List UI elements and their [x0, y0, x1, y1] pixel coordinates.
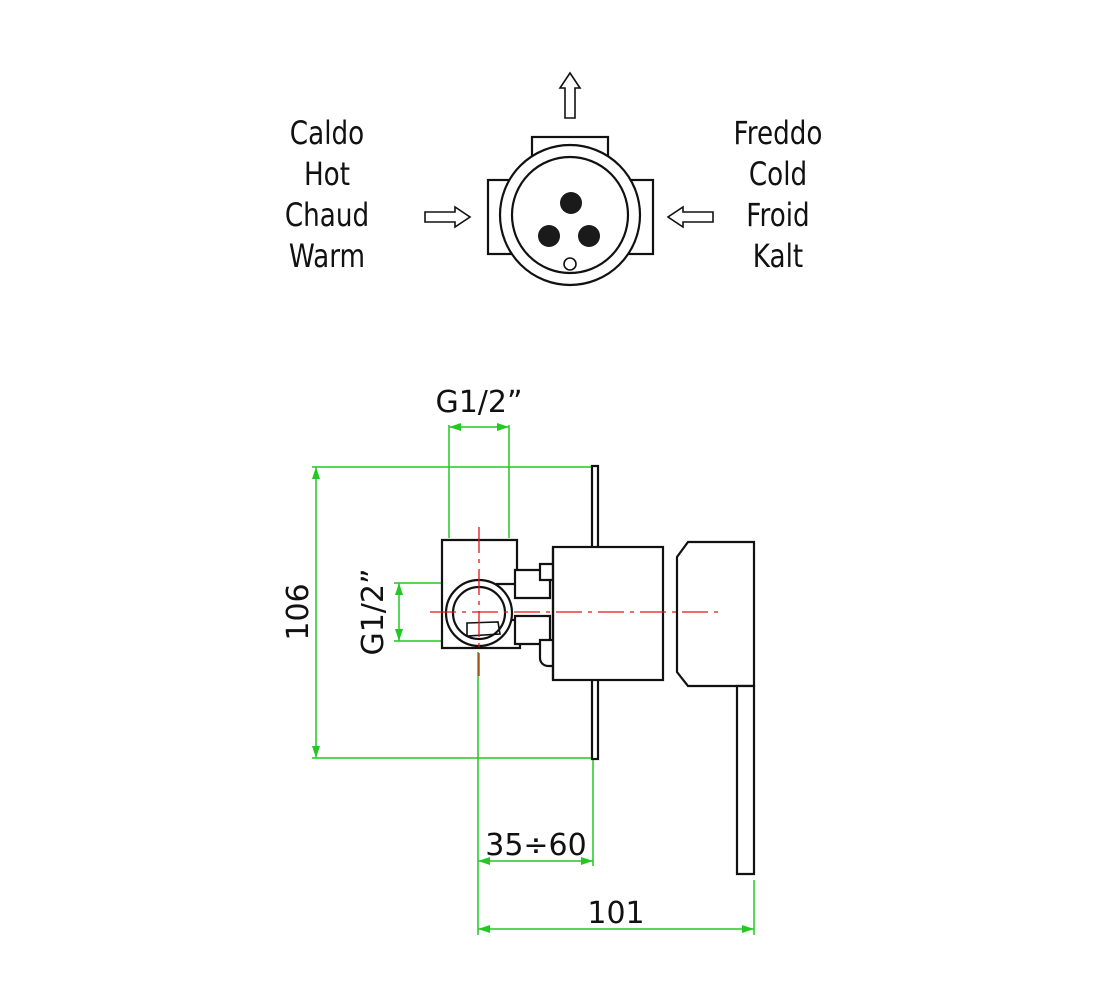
cold-label-fr: Froid [746, 196, 809, 233]
hot-label-en: Hot [304, 155, 350, 192]
height-dimension: 106 [281, 583, 316, 640]
cold-inlet-arrow-icon [666, 205, 714, 229]
body-outer-circle [498, 143, 642, 287]
hot-label-fr: Chaud [285, 196, 369, 233]
hot-hole [538, 225, 560, 247]
top-thread-dimension: G1/2” [435, 385, 522, 420]
side-view: G1/2” 106 G1/2” 35÷60 101 [281, 385, 756, 935]
dimension-lines [312, 423, 755, 935]
cold-label-en: Cold [749, 155, 807, 192]
total-depth-dimension: 101 [587, 896, 644, 931]
cold-label-de: Kalt [753, 237, 803, 274]
handle-body [675, 540, 756, 688]
cartridge-housing [551, 545, 665, 682]
hot-label-it: Caldo [290, 114, 364, 151]
outlet-hole [560, 192, 582, 214]
cold-labels: Freddo Cold Froid Kalt [734, 114, 823, 274]
cold-label-it: Freddo [734, 114, 823, 151]
hot-label-de: Warm [289, 237, 365, 274]
locator-hole [563, 257, 577, 271]
hot-labels: Caldo Hot Chaud Warm [285, 114, 369, 274]
outlet-arrow-icon [558, 71, 582, 119]
depth-range-dimension: 35÷60 [485, 828, 586, 863]
valve-body [440, 538, 556, 668]
body-inner-circle [510, 155, 630, 275]
center-lines [430, 527, 720, 676]
cold-hole [578, 225, 600, 247]
hot-inlet-arrow-icon [424, 205, 472, 229]
lever [735, 684, 756, 876]
side-thread-dimension: G1/2” [356, 568, 391, 655]
top-view: Caldo Hot Chaud Warm Freddo Cold Froid K… [285, 71, 823, 287]
